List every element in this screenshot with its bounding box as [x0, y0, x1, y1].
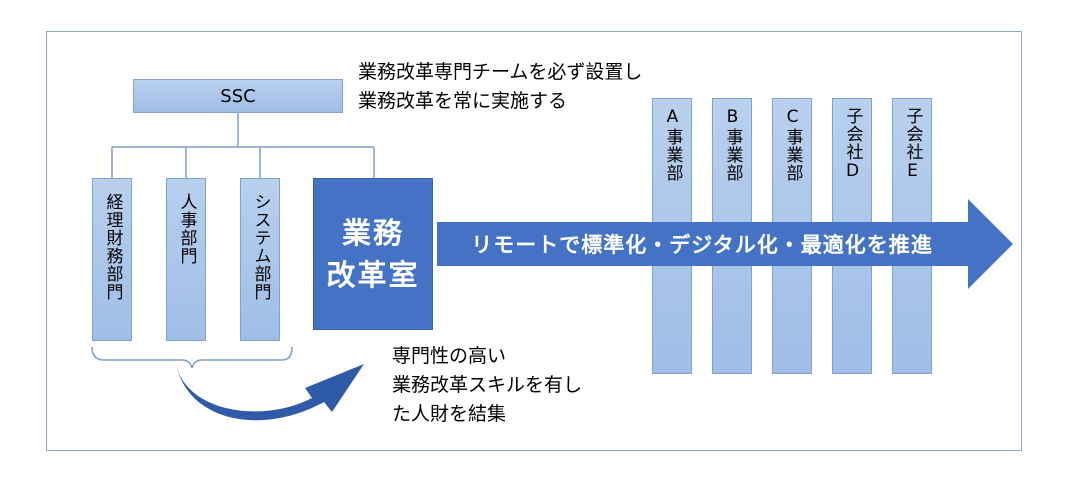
- business-unit-label: 子会社E: [902, 107, 923, 182]
- dept-hr: 人事部門: [166, 178, 206, 341]
- business-unit-label: B事業部: [722, 107, 743, 182]
- top-note-line: 業務改革を常に実施する: [358, 90, 568, 112]
- dept-label: 経理財務部門: [102, 193, 123, 301]
- business-unit-label: A事業部: [662, 107, 683, 182]
- ssc-label: SSC: [220, 85, 256, 107]
- bottom-note-line: 業務改革スキルを有し: [392, 374, 583, 396]
- office-label-line: 改革室: [326, 258, 420, 292]
- dept-label: 人事部門: [176, 193, 197, 265]
- business-unit-label: C事業部: [782, 107, 803, 182]
- office-label-line: 業務: [341, 215, 404, 250]
- top-note: 業務改革専門チームを必ず設置し 業務改革を常に実施する: [358, 58, 642, 116]
- business-reform-office: 業務 改革室: [313, 178, 433, 330]
- group-bracket: [91, 346, 293, 369]
- org-connectors: [111, 113, 375, 178]
- promotion-arrow: [437, 199, 1013, 289]
- gather-arrow: [176, 364, 364, 421]
- dept-finance: 経理財務部門: [92, 178, 132, 341]
- diagram-frame: [46, 31, 1022, 451]
- bottom-note-line: 専門性の高い: [392, 345, 507, 367]
- promotion-arrow-label: リモートで標準化・デジタル化・最適化を推進: [471, 233, 933, 257]
- top-note-line: 業務改革専門チームを必ず設置し: [358, 61, 643, 83]
- dept-label: システム部門: [250, 193, 271, 301]
- business-unit-label: 子会社D: [842, 107, 863, 182]
- bottom-note-line: た人財を結集: [392, 403, 507, 425]
- ssc-box: SSC: [133, 79, 343, 113]
- dept-system: システム部門: [240, 178, 280, 341]
- bottom-note: 専門性の高い 業務改革スキルを有し た人財を結集: [392, 342, 582, 429]
